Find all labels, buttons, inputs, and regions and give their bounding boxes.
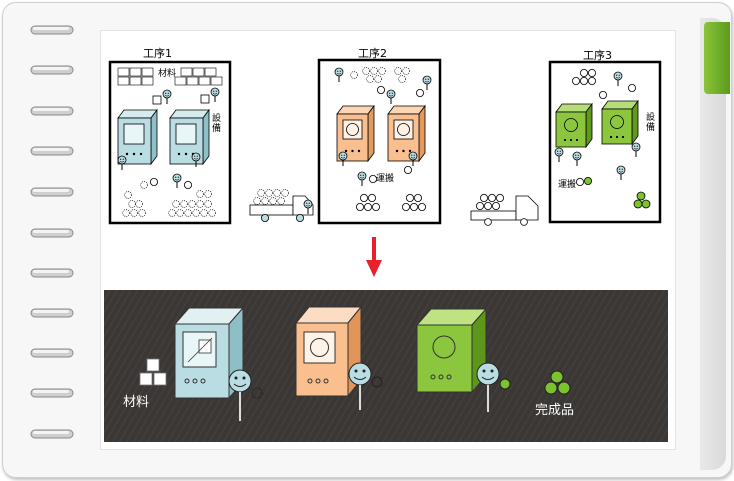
finished-pile-top — [633, 191, 651, 209]
ring-icon — [30, 65, 74, 75]
ring-icon — [30, 268, 74, 278]
summary-panel — [104, 290, 668, 442]
machine-orange-2 — [387, 104, 426, 163]
bookmark-tab[interactable] — [704, 22, 730, 94]
equipment-label: 設 備 — [212, 114, 222, 134]
transport-label: 運搬 — [376, 174, 395, 184]
ring-icon — [30, 146, 74, 156]
ring-icon — [30, 228, 74, 238]
material-caption: 材料 — [123, 395, 150, 410]
ring-icon — [30, 25, 74, 35]
machine-green-large — [415, 307, 488, 394]
truck-1 — [249, 189, 314, 222]
stage1-panel — [108, 60, 232, 225]
stage3-title: 工序3 — [583, 49, 612, 62]
truck-2 — [470, 193, 539, 226]
transport-label: 運搬 — [558, 180, 577, 190]
stage2-panel — [317, 58, 442, 225]
equipment-label: 設 備 — [646, 113, 656, 133]
down-arrow-icon — [366, 237, 382, 277]
material-boxes-icon — [139, 358, 167, 386]
machine-blue-1 — [117, 108, 158, 166]
worker-icon — [348, 362, 383, 410]
worker-icon — [228, 369, 263, 421]
product-caption: 完成品 — [535, 403, 575, 418]
machine-green-1 — [555, 102, 593, 149]
machine-orange-large — [294, 305, 363, 398]
machine-green-2 — [601, 99, 639, 146]
ring-icon — [30, 106, 74, 116]
ring-icon — [30, 187, 74, 197]
stage2-title: 工序2 — [358, 47, 387, 60]
machine-orange-1 — [336, 104, 375, 163]
worker-icon — [476, 362, 511, 412]
ring-icon — [30, 388, 74, 398]
ring-icon — [30, 429, 74, 439]
ring-icon — [30, 348, 74, 358]
ring-icon — [30, 308, 74, 318]
material-label: 材料 — [158, 69, 177, 79]
machine-blue-2 — [169, 108, 210, 166]
finished-product-icon — [544, 370, 571, 395]
material-crates — [117, 67, 223, 86]
stage3-panel — [548, 60, 662, 224]
stage1-title: 工序1 — [143, 47, 172, 60]
